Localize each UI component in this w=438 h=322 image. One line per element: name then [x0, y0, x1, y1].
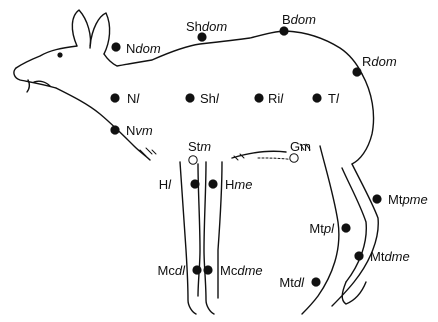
eye [57, 52, 63, 58]
marker-rdom [352, 67, 362, 77]
label-rdom-part: dom [371, 54, 396, 69]
label-bdom-part: B [282, 12, 291, 27]
label-rdom: Rdom [362, 54, 397, 69]
label-ndom-part: N [126, 41, 135, 56]
label-bdom: Bdom [282, 12, 316, 27]
label-ndom: Ndom [126, 41, 161, 56]
label-tl-part: l [336, 91, 340, 106]
marker-mtpme [372, 194, 382, 204]
label-ril-part: Ri [268, 91, 280, 106]
label-shl-part: Sh [200, 91, 216, 106]
label-bdom-part: dom [291, 12, 316, 27]
label-mcdme-part: Mc [220, 263, 238, 278]
label-shl: Shl [200, 91, 220, 106]
marker-gm [289, 153, 299, 163]
label-ndom-part: dom [135, 41, 160, 56]
ear-front [89, 12, 111, 55]
marker-mtdl [311, 277, 321, 287]
fang [26, 79, 31, 93]
hatch-stifle [299, 143, 311, 151]
label-gm-part: Gm [290, 139, 311, 154]
label-nl: Nl [127, 91, 140, 106]
label-shdom-part: Sh [186, 19, 202, 34]
back-line [103, 30, 363, 75]
label-mtpl: Mtpl [309, 221, 335, 236]
label-nvm-part: vm [135, 123, 153, 138]
label-mtpl-part: pl [323, 221, 335, 236]
label-mtdme-part: Mt [370, 249, 385, 264]
foreleg2-inner [217, 161, 223, 299]
jaw [33, 80, 51, 87]
marker-bdom [279, 26, 289, 36]
label-tl-part: T [328, 91, 336, 106]
marker-hme [208, 179, 218, 189]
hatch-foreleg [233, 153, 245, 161]
hindleg2-hoof [341, 281, 367, 305]
marker-nl [110, 93, 120, 103]
marker-mtdme [354, 251, 364, 261]
label-hl-part: l [168, 177, 172, 192]
label-ril: Ril [268, 91, 284, 106]
marker-ril [254, 93, 264, 103]
head-top [15, 45, 78, 69]
label-mtdme-part: dme [384, 249, 409, 264]
label-nvm: Nvm [126, 123, 153, 138]
rump-line [351, 73, 375, 165]
marker-mtpl [341, 223, 351, 233]
label-mtdl-part: dl [294, 275, 305, 290]
label-hme: Hme [225, 177, 252, 192]
label-nl-part: l [136, 91, 140, 106]
marker-layer [110, 26, 382, 287]
label-mtdl-part: Mt [279, 275, 294, 290]
hatch-elbow [139, 147, 157, 157]
marker-nvm [110, 125, 120, 135]
marker-stm [188, 155, 198, 165]
label-mtdme: Mtdme [370, 249, 410, 264]
label-mtpme: Mtpme [388, 192, 428, 207]
belly-line [231, 150, 287, 159]
label-gm: Gm [290, 139, 311, 154]
label-mcdme: Mcdme [220, 263, 263, 278]
snout [13, 67, 57, 89]
label-mcdme-part: dme [237, 263, 262, 278]
marker-hl [190, 179, 200, 189]
label-hl: Hl [159, 177, 172, 192]
label-mtpme-part: pme [401, 192, 427, 207]
groin-dashed [257, 157, 295, 161]
label-hme-part: me [234, 177, 252, 192]
label-tl: Tl [328, 91, 340, 106]
label-shl-part: l [216, 91, 220, 106]
label-shdom-part: dom [202, 19, 227, 34]
label-ril-part: l [280, 91, 284, 106]
label-mtdl: Mtdl [279, 275, 305, 290]
marker-ndom [111, 42, 121, 52]
marker-mcdl [192, 265, 202, 275]
label-stm-part: St [188, 139, 201, 154]
label-mtpme-part: Mt [388, 192, 403, 207]
label-mcdl: Mcdl [158, 263, 187, 278]
label-mcdl-part: dl [175, 263, 186, 278]
marker-shl [185, 93, 195, 103]
label-hme-part: H [225, 177, 234, 192]
marker-mcdme [203, 265, 213, 275]
label-hl-part: H [159, 177, 168, 192]
label-shdom: Shdom [186, 19, 227, 34]
label-nl-part: N [127, 91, 136, 106]
hindleg-front [301, 145, 340, 315]
marker-tl [312, 93, 322, 103]
label-mcdl-part: Mc [158, 263, 176, 278]
ear-back [71, 9, 92, 49]
marker-shdom [197, 32, 207, 42]
hindleg2-line [341, 167, 368, 283]
label-nvm-part: N [126, 123, 135, 138]
foreleg-outer [179, 161, 197, 315]
label-rdom-part: R [362, 54, 371, 69]
label-mtpl-part: Mt [309, 221, 324, 236]
label-stm-part: m [200, 139, 211, 154]
label-stm: Stm [188, 139, 211, 154]
